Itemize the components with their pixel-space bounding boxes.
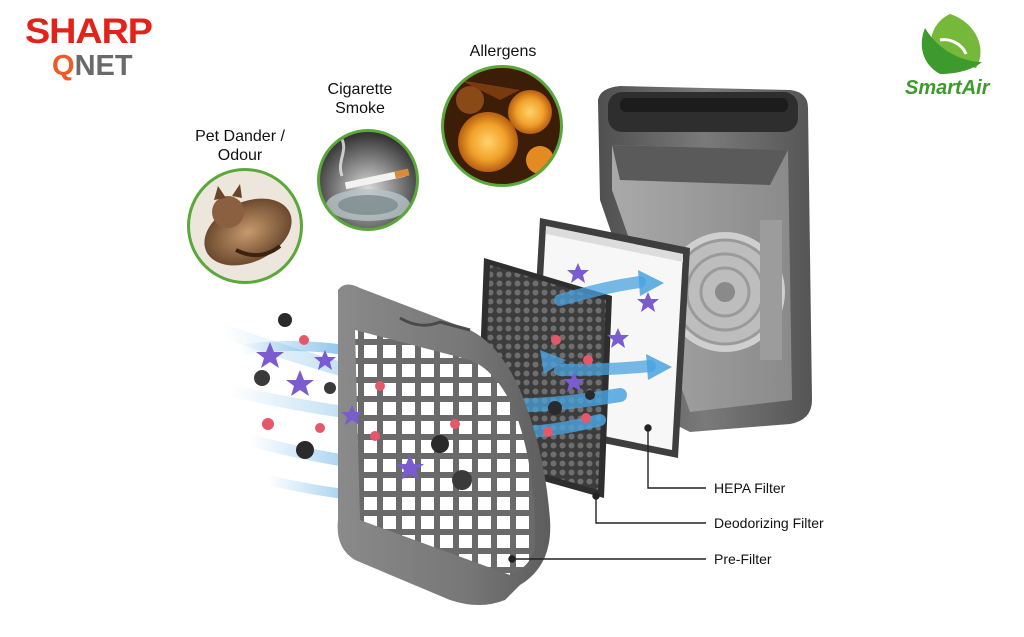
prefilter-label: Pre-Filter	[714, 551, 772, 567]
callout-allergens: Allergens	[469, 43, 537, 60]
qnet-logo-rest: NET	[74, 50, 133, 82]
deodorizing-filter-label: Deodorizing Filter	[714, 515, 824, 531]
callout-pet-dander-line1: Pet Dander /	[195, 128, 285, 145]
cigarette-photo	[317, 129, 419, 231]
leader-lines	[508, 424, 706, 563]
callout-pet-dander: Pet Dander / Odour	[176, 127, 304, 165]
qnet-logo: QNET	[52, 52, 133, 81]
qnet-logo-q: Q	[52, 50, 75, 82]
smartair-logo-text: SmartAir	[905, 77, 990, 99]
cat-photo	[187, 168, 303, 284]
deodorizing-leader-line	[595, 496, 706, 524]
hepa-filter-label: HEPA Filter	[714, 480, 786, 496]
callout-cigarette-line2: Smoke	[335, 100, 385, 117]
particle-dot	[254, 313, 595, 490]
sharp-logo: SHARP	[25, 12, 153, 51]
allergen-star	[256, 263, 659, 480]
callout-cigarette-smoke: Cigarette Smoke	[300, 80, 420, 118]
callout-pet-dander-line2: Odour	[217, 147, 263, 164]
hepa-leader-line	[647, 428, 706, 489]
airborne-particles	[254, 263, 659, 490]
bacteria-dot	[262, 335, 593, 441]
callout-cigarette-line1: Cigarette	[327, 81, 393, 98]
pollen-photo	[441, 65, 563, 187]
smartair-leaf-logo	[921, 14, 982, 74]
